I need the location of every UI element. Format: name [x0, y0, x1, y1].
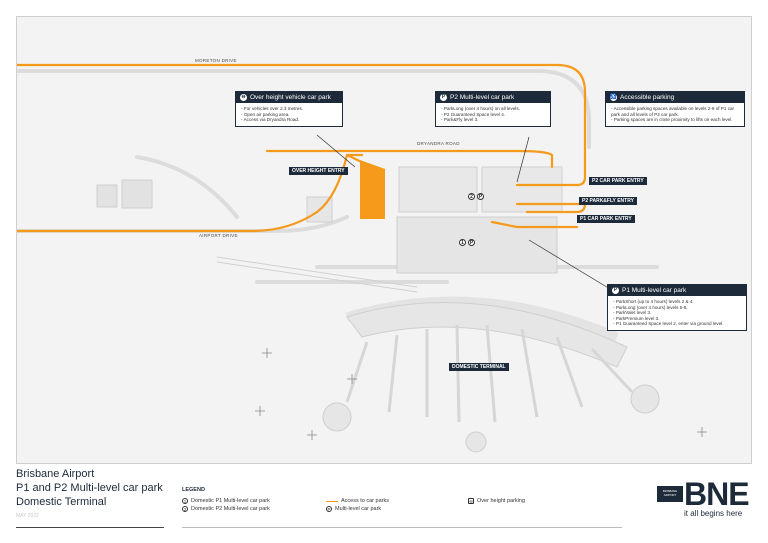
- title-line-1: Brisbane Airport: [16, 468, 95, 480]
- accessible-icon: ♿: [610, 94, 617, 101]
- accessible-callout: ♿Accessible parking Accessible parking s…: [605, 91, 745, 127]
- footer: Brisbane Airport P1 and P2 Multi-level c…: [16, 466, 752, 543]
- divider: [16, 527, 164, 528]
- p1-entry-tag: P1 CAR PARK ENTRY: [577, 215, 635, 223]
- legend-title: LEGEND: [182, 487, 205, 493]
- title-line-2: P1 and P2 Multi-level car park: [16, 482, 163, 494]
- parkfly-entry-tag: P2 PARK&FLY ENTRY: [579, 197, 637, 205]
- p1-callout: PP1 Multi-level car park ParkShort (up t…: [607, 284, 747, 331]
- parking-icon: P: [612, 287, 619, 294]
- p2-item-2: P2 Guaranteed Space level 4.: [441, 112, 545, 118]
- parking-icon: P: [440, 94, 447, 101]
- overheight-callout: ⊖Over height vehicle car park For vehicl…: [235, 91, 343, 127]
- height-icon: ⊖: [240, 94, 247, 101]
- map-date: MAY 2022: [16, 513, 39, 519]
- moreton-drive-label: MORETON DRIVE: [195, 58, 237, 63]
- p2-item-1: ParkLong (over 4 hours) on all levels.: [441, 106, 545, 112]
- p2-entry-tag: P2 CAR PARK ENTRY: [589, 177, 647, 185]
- slogan: it all begins here: [684, 509, 743, 518]
- legend-overheight: ⊖Over height parking: [468, 498, 525, 504]
- map-graphics: [17, 63, 707, 453]
- legend-overheight-label: Over height parking: [477, 498, 525, 504]
- p2-number-marker: 2: [468, 193, 475, 200]
- brisbane-airport-logo: BRISBANE AIRPORT: [657, 486, 683, 502]
- p1-item-4: ParkPremium level 3.: [613, 316, 741, 322]
- overheight-item-2: Open air parking area.: [241, 112, 337, 118]
- height-icon: ⊖: [468, 498, 474, 504]
- legend-access-label: Access to car parks: [341, 498, 389, 504]
- p1-number-marker: 1: [459, 239, 466, 246]
- p2-callout-title: P2 Multi-level car park: [450, 94, 515, 101]
- terminal-building: [346, 302, 628, 368]
- legend-access: Access to car parks: [326, 498, 389, 504]
- overheight-item-1: For vehicles over 2.3 metres.: [241, 106, 337, 112]
- p2-building: [481, 166, 563, 213]
- parking-icon: P: [326, 506, 332, 512]
- overheight-callout-title: Over height vehicle car park: [250, 94, 331, 101]
- p2-number-icon: 2: [182, 506, 188, 512]
- overheight-item-3: Access via Dryandra Road.: [241, 117, 337, 123]
- bne-logo: BNE: [684, 476, 750, 512]
- p1-callout-title: P1 Multi-level car park: [622, 287, 687, 294]
- legend-divider: [182, 527, 622, 528]
- p1-item-2: ParkLong (over 4 hours) levels 5-9.: [613, 305, 741, 311]
- accessible-item-2: Parking spaces are in close proximity to…: [611, 117, 739, 123]
- title-line-3: Domestic Terminal: [16, 496, 107, 508]
- p1-number-icon: 1: [182, 498, 188, 504]
- legend-p1-label: Domestic P1 Multi-level car park: [191, 498, 270, 504]
- airport-drive-label: AIRPORT DRIVE: [199, 233, 238, 238]
- p1-item-3: ParkValet level 3.: [613, 310, 741, 316]
- accessible-callout-title: Accessible parking: [620, 94, 675, 101]
- accessible-item-1: Accessible parking spaces available on l…: [611, 106, 739, 117]
- p2-callout: PP2 Multi-level car park ParkLong (over …: [435, 91, 551, 127]
- legend-p2-label: Domestic P2 Multi-level car park: [191, 506, 270, 512]
- p1-parking-marker: P: [468, 239, 475, 246]
- overheight-entry-tag: OVER HEIGHT ENTRY: [289, 167, 348, 175]
- overheight-parking-area: [360, 160, 385, 219]
- p1-item-5: P1 Guaranteed Space level 2, enter via g…: [613, 321, 741, 327]
- p2-item-3: Park&Fly level 3.: [441, 117, 545, 123]
- dryandra-road-label: DRYANDRA ROAD: [417, 141, 460, 146]
- domestic-terminal-tag: DOMESTIC TERMINAL: [449, 363, 509, 371]
- p1-item-1: ParkShort (up to 4 hours) levels 2 & 4.: [613, 299, 741, 305]
- legend-mlcp-label: Multi-level car park: [335, 506, 382, 512]
- p2-parking-marker: P: [477, 193, 484, 200]
- airport-map: MORETON DRIVE DRYANDRA ROAD AIRPORT DRIV…: [16, 16, 752, 464]
- access-route-icon: [326, 500, 338, 502]
- p1-building: [396, 216, 558, 274]
